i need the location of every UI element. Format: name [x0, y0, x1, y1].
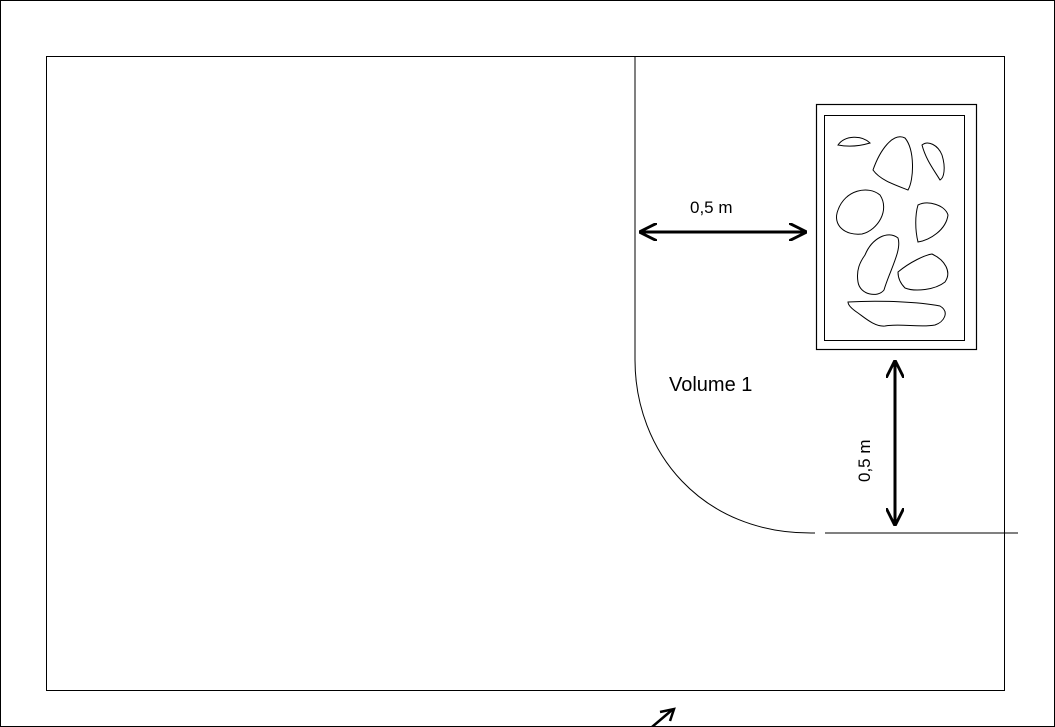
pebble-pattern: [836, 136, 949, 327]
shower-tray-outer: [815, 103, 978, 351]
horizontal-dimension-label: 0,5 m: [690, 198, 733, 217]
vertical-dimension-label: 0,5 m: [855, 439, 874, 482]
volume-label: Volume 1: [669, 374, 753, 396]
volume-boundary: [634, 57, 816, 534]
shower-tray-inner: [824, 115, 965, 341]
partial-arrow-icon: [651, 707, 676, 727]
room-outline: [46, 56, 1005, 691]
